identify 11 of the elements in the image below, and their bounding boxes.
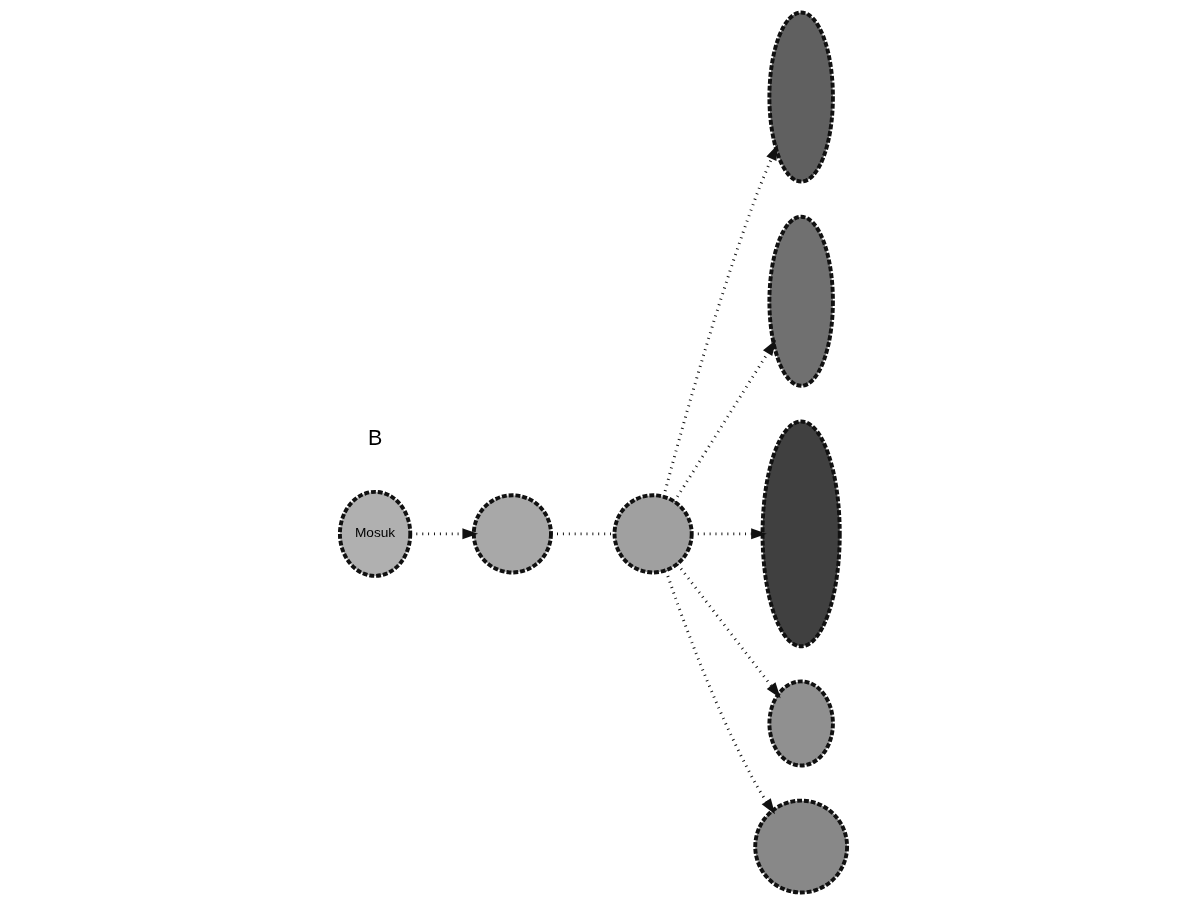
arrow (676, 563, 781, 699)
label: B (367, 425, 383, 450)
node-ellipse: Mosuk (337, 489, 413, 578)
node-circle (612, 493, 694, 575)
arrow (662, 144, 778, 498)
arrow (692, 528, 767, 540)
node-circle (471, 493, 553, 575)
node-ellipse (760, 419, 842, 649)
node-ellipse (767, 214, 835, 388)
arrow (673, 339, 776, 503)
arrow (664, 570, 776, 815)
